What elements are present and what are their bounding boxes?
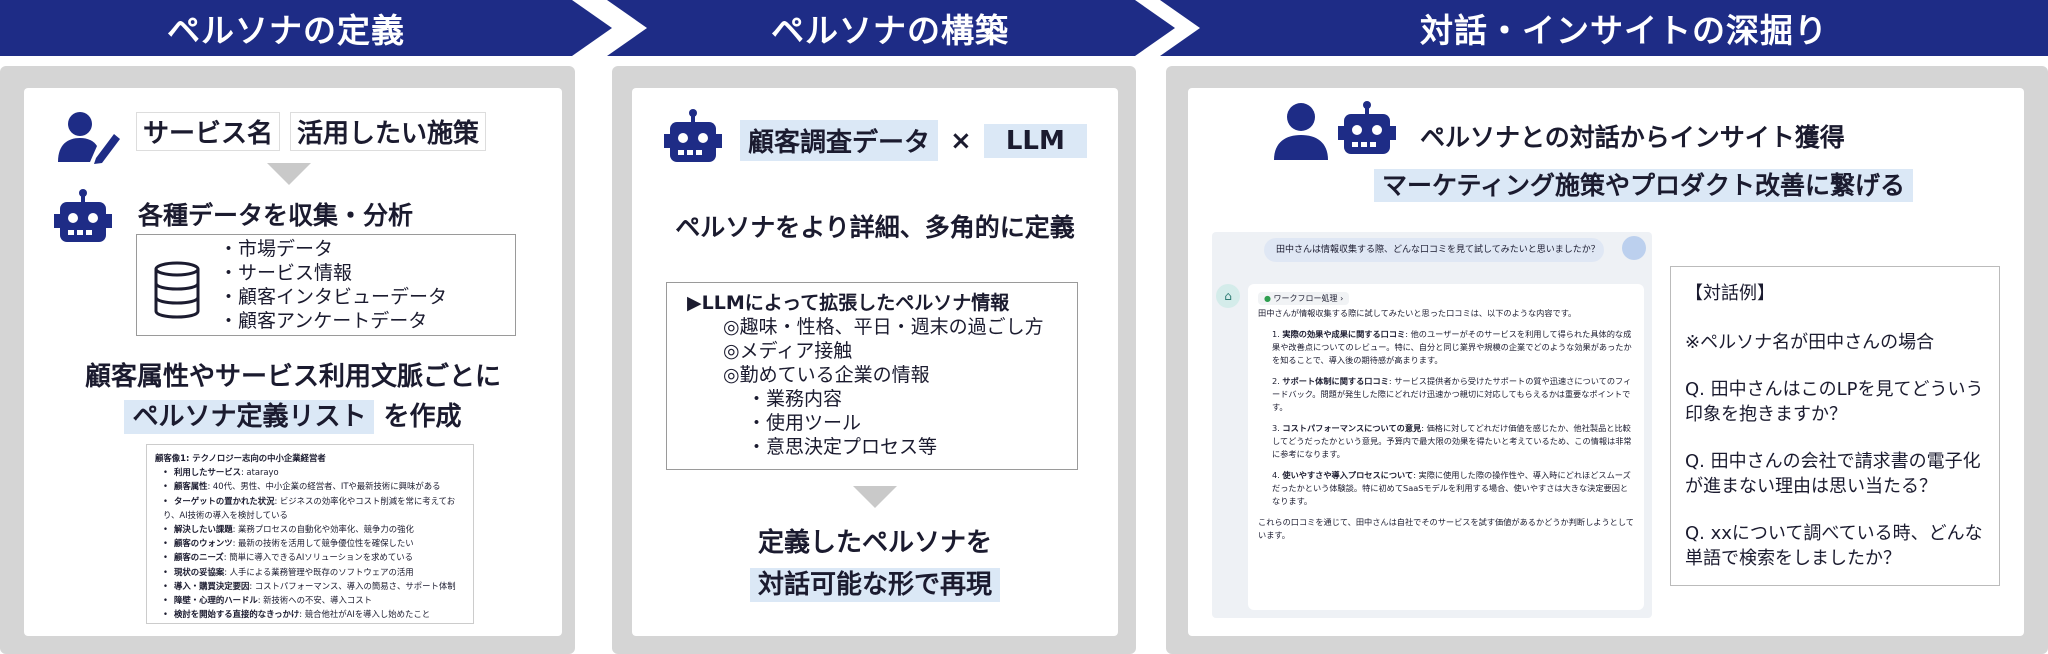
header-chevron-1	[0, 0, 612, 56]
doc-items: 利用したサービス: atarayo 顧客属性: 40代、男性、中小企業の経営者、…	[155, 465, 465, 621]
insight-sub-highlight: マーケティング施策やプロダクト改善に繋げる	[1374, 169, 1914, 202]
example-question: Q. xxについて調べている時、どんな単語で検索をしましたか？	[1685, 523, 1983, 569]
chat-intro: 田中さんが情報収集する際に試してみたいと思った口コミは、以下のような内容です。	[1258, 308, 1577, 318]
insight-headline: ペルソナとの対話からインサイト獲得	[1420, 123, 1845, 152]
result-line-2-wrap: 対話可能な形で再現	[632, 564, 1118, 602]
workflow-badge: ● ワークフロー処理 ›	[1258, 292, 1350, 305]
card-dialogue: ペルソナとの対話からインサイト獲得 マーケティング施策やプロダクト改善に繋げる …	[1188, 88, 2024, 636]
person-icon	[1274, 103, 1328, 160]
info-item: ◎趣味・性格、平日・週末の過ごし方	[723, 316, 1044, 338]
chat-screenshot: 田中さんは情報収集する際、どんな口コミを見て試してみたいと思いましたか？ ⌂ ●…	[1212, 232, 1652, 618]
define-label: ペルソナをより詳細、多角的に定義	[675, 213, 1075, 242]
collect-label: 各種データを収集・分析	[138, 201, 414, 230]
times-symbol: ×	[950, 125, 972, 156]
workflow-label: ワークフロー処理	[1273, 294, 1338, 303]
result-line-1: 定義したペルソナを	[757, 528, 992, 558]
llm-tag: LLM	[983, 123, 1087, 158]
doc-item: 導入・購買決定要因: コストパフォーマンス、導入の簡易さ、サポート体制	[163, 579, 465, 593]
info-sub-item: ・業務内容	[747, 388, 843, 410]
chat-answer: ● ワークフロー処理 › 田中さんが情報収集する際に試してみたいと思った口コミは…	[1248, 284, 1644, 610]
card-construction: 顧客調査データ × LLM ペルソナをより詳細、多角的に定義 ▶LLMによって拡…	[632, 88, 1118, 636]
header-chevron-2	[607, 0, 1175, 56]
data-item: ・顧客アンケートデータ	[219, 310, 428, 332]
doc-item: 顧客のウォンツ: 最新の技術を活用して競争優位性を確保したい	[163, 536, 465, 550]
output-line-2-rest: を作成	[383, 402, 462, 432]
header-2: ペルソナの構築	[771, 11, 1009, 50]
header-chevrons	[0, 0, 2048, 56]
header-3: 対話・インサイトの深掘り	[1420, 11, 1828, 50]
robot-icon	[664, 109, 722, 162]
data-item: ・市場データ	[219, 238, 334, 260]
data-source-box: ・市場データ ・サービス情報 ・顧客インタビューデータ ・顧客アンケートデータ	[136, 234, 516, 336]
doc-item: ターゲットの置かれた状況: ビジネスの効率化やコスト削減を常に考えており、AI技…	[163, 494, 465, 522]
info-item: ◎メディア接触	[723, 340, 853, 362]
survey-data-tag: 顧客調査データ	[740, 120, 939, 161]
examples-note: ※ペルソナ名が田中さんの場合	[1685, 332, 1935, 353]
insight-sub-wrap: マーケティング施策やプロダクト改善に繋げる	[1374, 166, 1914, 202]
data-item: ・顧客インタビューデータ	[219, 286, 448, 308]
header-chevron-3	[1160, 0, 2048, 56]
chat-point: 2. サポート体制に関する口コミ: サービス提供者から受けたサポートの質や迅速さ…	[1272, 376, 1632, 412]
build-inputs: 顧客調査データ × LLM	[740, 120, 1087, 161]
persona-document: 顧客像1: テクノロジー志向の中小企業経営者 利用したサービス: atarayo…	[146, 444, 474, 624]
measure-tag: 活用したい施策	[290, 112, 487, 151]
output-line-2: ペルソナ定義リスト を作成	[24, 396, 562, 434]
doc-item: 検討を開始する直接的なきっかけ: 競合他社がAIを導入し始めたこと	[163, 607, 465, 621]
doc-item: 現状の妥協案: 人手による業務管理や既存のソフトウェアの活用	[163, 565, 465, 579]
input-tags: サービス名 活用したい施策	[136, 112, 487, 151]
doc-item: 利用したサービス: atarayo	[163, 465, 465, 479]
bot-avatar-icon: ⌂	[1216, 284, 1240, 308]
check-icon: ●	[1264, 294, 1271, 303]
doc-title: 顧客像1: テクノロジー志向の中小企業経営者	[155, 453, 326, 463]
data-item: ・サービス情報	[219, 262, 353, 284]
doc-item: 解決したい課題: 業務プロセスの自動化や効率化、競争力の強化	[163, 522, 465, 536]
robot-icon	[54, 189, 112, 242]
card-definition: サービス名 活用したい施策 各種データを収集・分析	[24, 88, 562, 636]
example-question: Q. 田中さんはこのLPを見てどういう印象を抱きますか？	[1685, 379, 1984, 425]
database-icon	[154, 261, 200, 319]
result-line-2: 対話可能な形で再現	[749, 568, 1000, 602]
user-avatar-icon	[1622, 236, 1646, 260]
chat-points: 1. 実際の効果や成果に関する口コミ: 他のユーザーがそのサービスを利用して得ら…	[1258, 328, 1634, 508]
chat-question: 田中さんは情報収集する際、どんな口コミを見て試してみたいと思いましたか？	[1264, 238, 1604, 262]
header-1: ペルソナの定義	[167, 11, 405, 50]
info-sub-item: ・意思決定プロセス等	[747, 436, 938, 458]
example-question: Q. 田中さんの会社で請求書の電子化が進まない理由は思い当たる？	[1685, 451, 1981, 497]
info-title: ▶LLMによって拡張したペルソナ情報	[687, 292, 1010, 314]
doc-item: 顧客属性: 40代、男性、中小企業の経営者、ITや最新技術に興味がある	[163, 479, 465, 493]
chat-point: 3. コストパフォーマンスについての意見: 価格に対してどれだけ価値を感じたか、…	[1272, 423, 1632, 459]
info-item: ◎勤めている企業の情報	[723, 364, 930, 386]
data-list: ・市場データ ・サービス情報 ・顧客インタビューデータ ・顧客アンケートデータ	[219, 237, 447, 333]
examples-title: 【対話例】	[1685, 283, 1775, 304]
robot-icon	[1338, 101, 1396, 154]
doc-item: 障壁・心理的ハードル: 新技術への不安、導入コスト	[163, 593, 465, 607]
service-name-tag: サービス名	[136, 112, 281, 151]
chat-outro: これらの口コミを通じて、田中さんは自社でそのサービスを試す価値があるかどうか判断…	[1258, 517, 1634, 540]
doc-item: 顧客のニーズ: 簡単に導入できるAIソリューションを求めている	[163, 550, 465, 564]
dialogue-examples: 【対話例】 ※ペルソナ名が田中さんの場合 Q. 田中さんはこのLPを見てどういう…	[1670, 266, 2000, 586]
down-arrow-icon	[267, 163, 311, 185]
output-line-1: 顧客属性やサービス利用文脈ごとに	[84, 362, 501, 392]
persona-info-box: ▶LLMによって拡張したペルソナ情報 ◎趣味・性格、平日・週末の過ごし方 ◎メデ…	[666, 282, 1078, 470]
user-edit-icon	[58, 112, 120, 164]
chat-point: 4. 使いやすさや導入プロセスについて: 実際に使用した際の操作性や、導入時にど…	[1272, 470, 1631, 506]
down-arrow-icon	[853, 486, 897, 508]
info-sub-item: ・使用ツール	[747, 412, 862, 434]
chat-point: 1. 実際の効果や成果に関する口コミ: 他のユーザーがそのサービスを利用して得ら…	[1272, 329, 1632, 365]
persona-list-highlight: ペルソナ定義リスト	[124, 400, 375, 434]
